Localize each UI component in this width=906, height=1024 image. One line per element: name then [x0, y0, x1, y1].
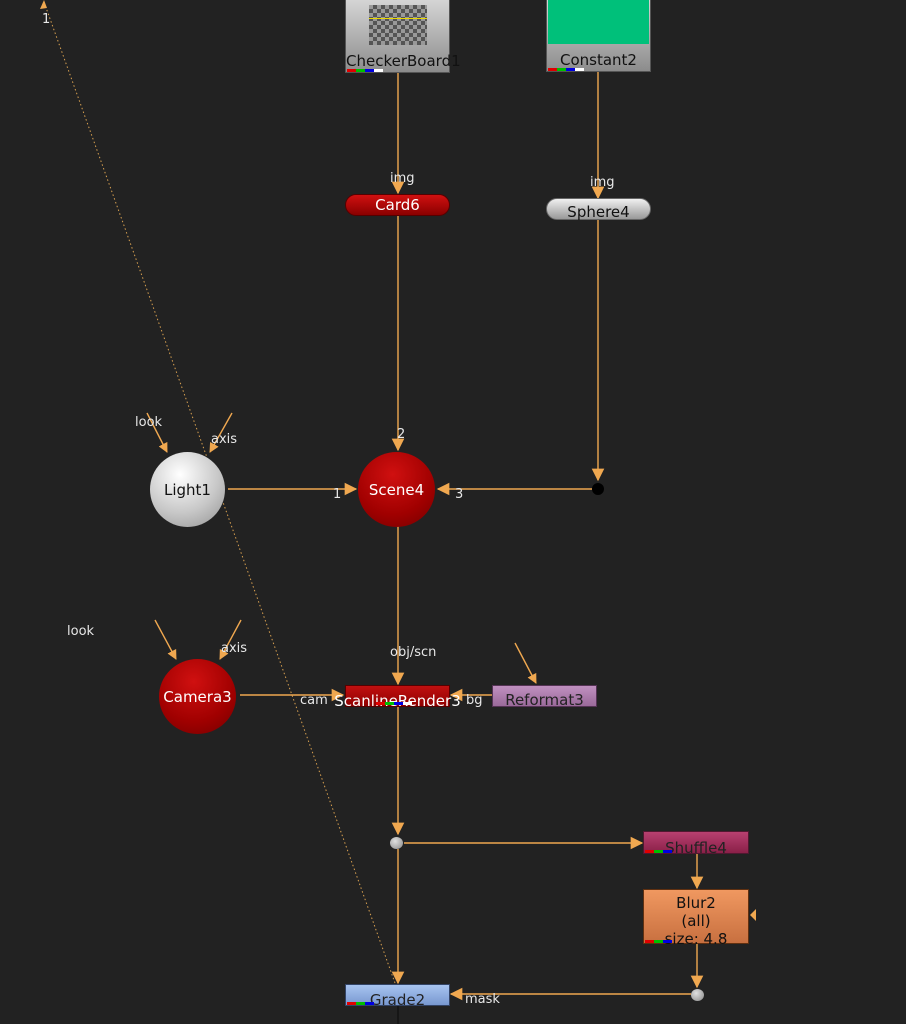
blur-node[interactable]: Blur2 (all) size: 4.8 [643, 889, 749, 948]
sphere-node[interactable]: Sphere4 [546, 198, 651, 221]
grade-node[interactable]: Grade2 [345, 984, 450, 1009]
scene-input-2-label: 2 [397, 427, 406, 442]
checkerboard-thumbnail [369, 5, 427, 45]
scene-node[interactable]: Scene4 [358, 452, 435, 527]
scanline-bg-input-label: bg [466, 693, 483, 708]
light-label: Light1 [164, 480, 211, 499]
pipe-light-look [146, 412, 168, 453]
sphere-label: Sphere4 [567, 203, 630, 221]
blur-channels-text: (all) [681, 911, 711, 930]
shuffle-label: Shuffle4 [665, 838, 727, 857]
reformat-node[interactable]: Reformat3 [492, 685, 597, 709]
dot-node-scanline[interactable] [390, 837, 403, 849]
grade-mask-input-label: mask [465, 992, 500, 1007]
pipe-reformat-input [514, 642, 537, 684]
dot-node-sphere[interactable] [592, 483, 604, 495]
constant-thumbnail [548, 0, 649, 44]
scene-input-3-label: 3 [455, 487, 464, 502]
sphere-img-input-label: img [590, 175, 615, 190]
constant-channels [548, 68, 584, 71]
checkerboard-channels [347, 69, 383, 72]
pipe-camera-look [154, 619, 177, 660]
camera-axis-input-label: axis [221, 641, 248, 656]
grade-channels [347, 1002, 374, 1005]
reformat-label: Reformat3 [505, 691, 584, 709]
scene-input-1-label: 1 [333, 487, 342, 502]
scanline-cam-input-label: cam [300, 693, 328, 708]
card-node[interactable]: Card6 [345, 194, 450, 216]
blur-channels [645, 940, 672, 943]
shuffle-channels [645, 850, 672, 853]
dot-node-blur[interactable] [691, 989, 704, 1001]
shuffle-node[interactable]: Shuffle4 [643, 831, 749, 857]
pipe-camera-axis [219, 619, 242, 660]
checkerboard-node[interactable]: CheckerBoard1 [345, 0, 461, 73]
camera-node[interactable]: Camera3 [159, 659, 236, 734]
light-look-input-label: look [135, 415, 163, 430]
expression-link-label: 1 [42, 12, 51, 27]
checkerboard-yellow-line [369, 18, 427, 19]
constant-label: Constant2 [560, 51, 637, 69]
pipe-light-axis [209, 412, 233, 453]
expression-link-arrow [40, 0, 47, 9]
scanline-render-node[interactable]: ScanlineRender3 [334, 685, 461, 710]
card-img-input-label: img [390, 171, 415, 186]
grade-label: Grade2 [369, 991, 426, 1009]
light-node[interactable]: Light1 [150, 452, 225, 527]
blur-label: Blur2 [676, 893, 716, 912]
card-label: Card6 [375, 196, 420, 214]
blur-side-input [750, 909, 756, 921]
camera-label: Camera3 [163, 687, 232, 706]
constant-node[interactable]: Constant2 [546, 0, 651, 72]
scanline-obj-input-label: obj/scn [390, 645, 437, 660]
light-axis-input-label: axis [211, 432, 238, 447]
camera-look-input-label: look [67, 624, 95, 639]
scanline-channels [376, 702, 412, 705]
checkerboard-label: CheckerBoard1 [346, 52, 461, 70]
scene-label: Scene4 [368, 480, 425, 499]
scanline-render-label: ScanlineRender3 [334, 692, 461, 710]
blur-size-text: size: 4.8 [664, 929, 728, 948]
